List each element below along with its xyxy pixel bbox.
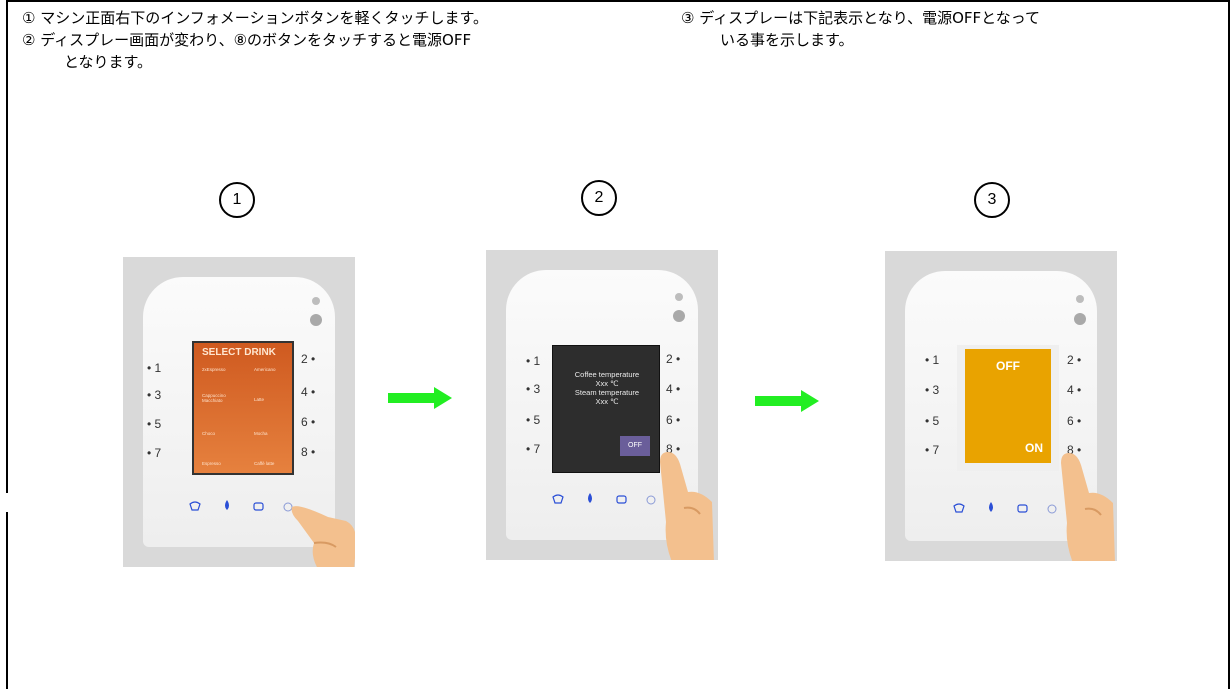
- drop-icon[interactable]: [223, 500, 231, 511]
- display-off: OFF ON: [957, 345, 1059, 471]
- clean-icon[interactable]: [616, 494, 627, 504]
- arrow-right-icon: [388, 387, 452, 409]
- frame-left-border: [6, 0, 8, 493]
- selector-6[interactable]: 6 •: [301, 415, 316, 429]
- machine-panel-3: • 1 • 3 • 5 • 7 2 • 4 • 6 • 8 • OFF ON: [885, 251, 1117, 561]
- step-number-1: 1: [219, 182, 255, 218]
- off-button[interactable]: OFF: [620, 436, 650, 456]
- drop-icon[interactable]: [586, 493, 594, 504]
- hand-pointer-icon: [1061, 453, 1115, 561]
- instruction-step1: ① マシン正面右下のインフォメーションボタンを軽くタッチします。: [22, 9, 488, 27]
- drink-item[interactable]: Mocha: [254, 431, 268, 436]
- cup-icon[interactable]: [953, 503, 965, 513]
- drink-item[interactable]: Cappuccino Macchiato: [202, 393, 226, 403]
- selector-3[interactable]: • 3: [147, 388, 162, 402]
- selector-5[interactable]: • 5: [526, 413, 541, 427]
- frame-top-border: [6, 0, 1230, 2]
- machine-panel-2: • 1 • 3 • 5 • 7 2 • 4 • 6 • 8 • Coffee t…: [486, 250, 718, 560]
- frame-right-border: [1228, 0, 1230, 689]
- info-icon[interactable]: [1047, 504, 1057, 514]
- selector-7[interactable]: • 7: [147, 446, 162, 460]
- selector-1[interactable]: • 1: [925, 353, 940, 367]
- selector-7[interactable]: • 7: [526, 442, 541, 456]
- selector-2[interactable]: 2 •: [666, 352, 681, 366]
- cup-icon[interactable]: [189, 501, 201, 511]
- arrow-right-icon: [755, 390, 819, 412]
- selector-8[interactable]: 8 •: [301, 445, 316, 459]
- display-select-drink: SELECT DRINK 2xEspresso Americano Cappuc…: [192, 341, 294, 475]
- info-icon[interactable]: [646, 495, 656, 505]
- hand-pointer-icon: [660, 452, 714, 560]
- instruction-step2-line1: ② ディスプレー画面が変わり、⑧のボタンをタッチすると電源OFF: [22, 31, 472, 49]
- display-temperature: Coffee temperature Xxx ℃ Steam temperatu…: [552, 345, 660, 473]
- step-number-3: 3: [974, 182, 1010, 218]
- selector-1[interactable]: • 1: [526, 354, 541, 368]
- drink-item[interactable]: Espresso: [202, 461, 221, 466]
- drink-item[interactable]: Choco: [202, 431, 216, 436]
- steam-temperature-value: Xxx ℃: [595, 397, 619, 406]
- instruction-step2-line2: となります。: [64, 53, 153, 71]
- selector-5[interactable]: • 5: [925, 414, 940, 428]
- selector-2[interactable]: 2 •: [301, 352, 316, 366]
- drink-item[interactable]: Latte: [254, 397, 265, 402]
- frame-left-border-lower: [6, 512, 8, 689]
- drink-item[interactable]: Caffè latte: [254, 461, 275, 466]
- indicator-light-small: [675, 293, 683, 301]
- off-screen: OFF ON: [965, 349, 1051, 463]
- selector-4[interactable]: 4 •: [301, 385, 316, 399]
- instruction-step3-line1: ③ ディスプレーは下記表示となり、電源OFFとなって: [681, 9, 1040, 27]
- indicator-light-large: [1074, 313, 1086, 325]
- clean-icon[interactable]: [253, 501, 264, 511]
- selector-3[interactable]: • 3: [925, 383, 940, 397]
- selector-4[interactable]: 4 •: [666, 382, 681, 396]
- selector-7[interactable]: • 7: [925, 443, 940, 457]
- indicator-light-small: [312, 297, 320, 305]
- on-button[interactable]: ON: [1025, 441, 1043, 455]
- hand-pointer-icon: [291, 506, 355, 567]
- selector-6[interactable]: 6 •: [666, 413, 681, 427]
- selector-1[interactable]: • 1: [147, 361, 162, 375]
- instruction-step3-line2: いる事を示します。: [720, 31, 854, 49]
- step-number-2: 2: [581, 180, 617, 216]
- coffee-temperature-label: Coffee temperature: [574, 370, 640, 379]
- selector-6[interactable]: 6 •: [1067, 414, 1082, 428]
- indicator-light-large: [673, 310, 685, 322]
- indicator-light-large: [310, 314, 322, 326]
- selector-3[interactable]: • 3: [526, 382, 541, 396]
- coffee-temperature-value: Xxx ℃: [595, 379, 619, 388]
- drink-item[interactable]: Americano: [254, 367, 276, 372]
- machine-panel-1: • 1 • 3 • 5 • 7 2 • 4 • 6 • 8 • SELECT D…: [123, 257, 355, 567]
- off-label: OFF: [996, 359, 1020, 373]
- selector-2[interactable]: 2 •: [1067, 353, 1082, 367]
- drink-item[interactable]: 2xEspresso: [202, 367, 226, 372]
- display-title: SELECT DRINK: [202, 347, 276, 358]
- steam-temperature-label: Steam temperature: [574, 388, 640, 397]
- selector-4[interactable]: 4 •: [1067, 383, 1082, 397]
- drop-icon[interactable]: [987, 502, 995, 513]
- selector-5[interactable]: • 5: [147, 417, 162, 431]
- indicator-light-small: [1076, 295, 1084, 303]
- cup-icon[interactable]: [552, 494, 564, 504]
- clean-icon[interactable]: [1017, 503, 1028, 513]
